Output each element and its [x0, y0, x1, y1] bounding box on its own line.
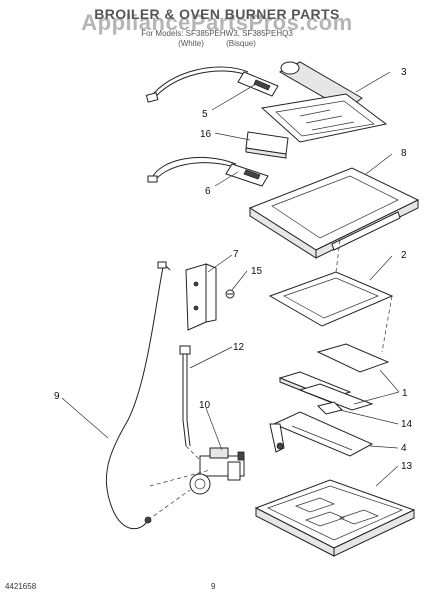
part-13-broiler-pan[interactable] — [254, 479, 416, 557]
part-14-spacer[interactable] — [317, 401, 343, 415]
callout-16: 16 — [200, 129, 212, 140]
part-4-oven-burner[interactable] — [269, 411, 374, 457]
callout-7: 7 — [233, 249, 239, 260]
callout-4: 4 — [401, 443, 407, 454]
callout-12: 12 — [233, 342, 245, 353]
part-2-burner-baffle[interactable] — [268, 239, 394, 353]
part-12-gas-tube[interactable] — [179, 345, 191, 447]
callout-2: 2 — [401, 250, 407, 261]
part-15-screw[interactable] — [225, 289, 235, 299]
part-6-bake-igniter[interactable] — [147, 156, 269, 187]
part-9-capillary-tube[interactable] — [105, 261, 171, 530]
callout-10: 10 — [199, 400, 211, 411]
callout-5: 5 — [202, 109, 208, 120]
callout-9: 9 — [54, 391, 60, 402]
diagram-title: BROILER & OVEN BURNER PARTS — [94, 6, 340, 22]
part-10-safety-valve[interactable] — [189, 447, 245, 495]
part-5-broil-igniter[interactable] — [145, 66, 279, 103]
document-part-number: 4421658 — [5, 582, 37, 591]
part-8-broiler-panel[interactable] — [248, 167, 420, 259]
page-number: 9 — [211, 582, 216, 591]
variant-white: (White) — [178, 39, 204, 48]
callout-14: 14 — [401, 419, 413, 430]
color-variants: (White) (Bisque) — [0, 39, 434, 48]
callout-1: 1 — [402, 388, 408, 399]
part-7-valve-bracket[interactable] — [185, 263, 217, 331]
part-1-mounting-brackets[interactable] — [278, 343, 390, 411]
variant-bisque: (Bisque) — [226, 39, 256, 48]
callout-8: 8 — [401, 148, 407, 159]
callout-6: 6 — [205, 186, 211, 197]
callout-15: 15 — [251, 266, 263, 277]
model-list: For Models: SF385PEHW3, SF385PEHQ3 — [141, 29, 293, 38]
callout-13: 13 — [401, 461, 413, 472]
callout-3: 3 — [401, 67, 407, 78]
watermark: AppliancePartsPros.com — [81, 10, 353, 35]
part-16-insulation[interactable] — [245, 131, 289, 159]
part-3-broil-burner[interactable] — [260, 61, 388, 143]
leader-lines — [61, 71, 400, 487]
